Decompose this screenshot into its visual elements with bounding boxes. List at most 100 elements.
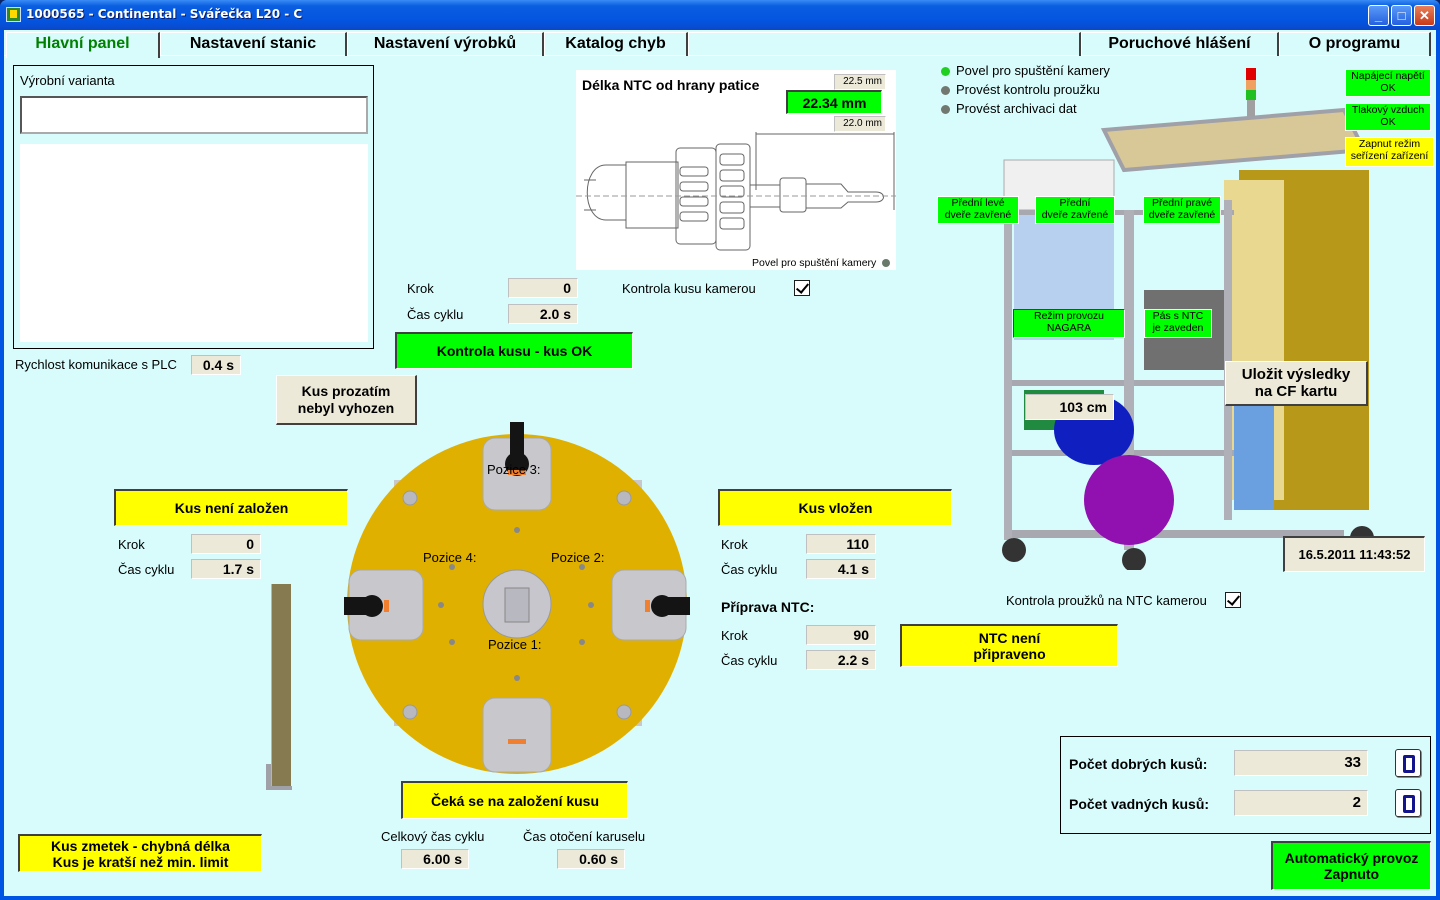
carousel-label-pos1: Pozice 1: <box>488 637 542 652</box>
auto-mode-status: Automatický provoz Zapnuto <box>1271 841 1431 890</box>
pos2-krok-label: Krok <box>721 537 748 552</box>
tab-spacer <box>688 32 1081 56</box>
pos4-cas-value: 1.7 s <box>191 559 261 579</box>
maximize-icon: □ <box>1397 8 1406 23</box>
main-panel: Hlavní panel Nastavení stanic Nastavení … <box>4 30 1436 896</box>
signal-archive: Provést archivaci dat <box>941 101 1077 116</box>
close-button[interactable]: ✕ <box>1414 5 1435 26</box>
title-bar: 1000565 - Continental - Svářečka L20 - C… <box>0 0 1440 30</box>
good-count-label: Počet dobrých kusů: <box>1069 756 1208 772</box>
reset-good-count-button[interactable] <box>1395 749 1421 777</box>
strip-camera-label: Kontrola proužků na NTC kamerou <box>1006 593 1207 608</box>
variant-label: Výrobní varianta <box>20 73 115 88</box>
plc-speed-value: 0.4 s <box>191 355 241 375</box>
pos2-cas-label: Čas cyklu <box>721 562 778 577</box>
tab-o-programu[interactable]: O programu <box>1279 32 1431 56</box>
bad-count-label: Počet vadných kusů: <box>1069 796 1210 812</box>
tab-poruchove-hlaseni[interactable]: Poruchové hlášení <box>1081 32 1279 56</box>
strip-camera-checkbox[interactable] <box>1225 592 1241 608</box>
signal-camera: Povel pro spuštění kamery <box>941 63 1110 78</box>
ntc-prep-status: NTC není připraveno <box>900 624 1118 667</box>
carousel-label-pos4: Pozice 4: <box>423 550 477 565</box>
pos4-status: Kus není založen <box>114 489 348 526</box>
total-cycle-value: 6.00 s <box>401 849 469 869</box>
variant-panel: Výrobní varianta <box>13 65 374 349</box>
app-icon <box>6 7 21 22</box>
ntc-prep-cas-value: 2.2 s <box>806 650 876 670</box>
ejector-rail <box>266 584 292 790</box>
carousel-label-pos2: Pozice 2: <box>551 550 605 565</box>
ntc-drawing-panel: Délka NTC od hrany patice 22.5 mm 22.34 … <box>576 70 896 270</box>
pos4-krok-label: Krok <box>118 537 145 552</box>
pos3-krok-label: Krok <box>407 281 434 296</box>
power-ok-tag: Napájecí napětí OK <box>1345 69 1431 97</box>
datetime-display: 16.5.2011 11:43:52 <box>1283 536 1425 572</box>
operation-mode-tag: Režim provozu NAGARA <box>1013 309 1125 338</box>
signal-archive-led <box>941 105 950 115</box>
ntc-prep-title: Příprava NTC: <box>721 599 815 615</box>
reject-status: Kus zmetek - chybná délka Kus je kratší … <box>18 834 262 872</box>
camera-check-label: Kontrola kusu kamerou <box>622 281 756 296</box>
ntc-min-value: 22.0 mm <box>834 116 886 132</box>
door-left-tag: Přední levé dveře zavřené <box>937 196 1019 224</box>
variant-list[interactable] <box>20 144 368 342</box>
ntc-max-value: 22.5 mm <box>834 74 886 90</box>
tab-nastaveni-stanic[interactable]: Nastavení stanic <box>160 32 347 56</box>
pos3-krok-value: 0 <box>508 278 578 298</box>
door-front-tag: Přední dveře zavřené <box>1035 196 1115 224</box>
setup-mode-tag: Zapnut režim seřízení zařízení <box>1345 137 1434 167</box>
rotation-time-value: 0.60 s <box>557 849 625 869</box>
signal-archive-label: Provést archivaci dat <box>956 101 1077 116</box>
tab-katalog-chyb[interactable]: Katalog chyb <box>544 32 688 56</box>
length-value: 103 cm <box>1025 394 1114 420</box>
pos3-cas-label: Čas cyklu <box>407 307 464 322</box>
ntc-prep-krok-value: 90 <box>806 625 876 645</box>
minimize-icon: _ <box>1374 8 1383 23</box>
close-icon: ✕ <box>1419 8 1430 23</box>
camera-check-checkbox[interactable] <box>794 280 810 296</box>
pos4-krok-value: 0 <box>191 534 261 554</box>
camera-trigger-led <box>882 259 890 267</box>
ntc-prep-krok-label: Krok <box>721 628 748 643</box>
good-count-value: 33 <box>1234 750 1368 776</box>
tab-hlavni-panel[interactable]: Hlavní panel <box>6 32 160 58</box>
signal-strip: Provést kontrolu proužku <box>941 82 1100 97</box>
seven-segment-zero-icon <box>1403 755 1415 773</box>
ntc-measured-value: 22.34 mm <box>786 90 882 114</box>
carousel-label-pos3: Pozice 3: <box>487 462 541 477</box>
plc-speed-label: Rychlost komunikace s PLC <box>15 357 177 372</box>
tab-bar: Hlavní panel Nastavení stanic Nastavení … <box>4 30 1436 58</box>
pos2-krok-value: 110 <box>806 534 876 554</box>
pos2-cas-value: 4.1 s <box>806 559 876 579</box>
tab-nastaveni-vyrobku[interactable]: Nastavení výrobků <box>347 32 544 56</box>
pos3-status: Kontrola kusu - kus OK <box>395 332 633 369</box>
ntc-prep-cas-label: Čas cyklu <box>721 653 778 668</box>
pos3-cas-value: 2.0 s <box>508 304 578 324</box>
save-results-button[interactable]: Uložit výsledky na CF kartu <box>1225 361 1368 406</box>
pos2-status: Kus vložen <box>718 489 952 526</box>
window-title: 1000565 - Continental - Svářečka L20 - C <box>26 7 303 21</box>
reset-bad-count-button[interactable] <box>1395 789 1421 817</box>
fixture-pos1 <box>482 697 552 773</box>
pos1-status: Čeká se na založení kusu <box>401 781 628 819</box>
minimize-button[interactable]: _ <box>1368 5 1389 26</box>
signal-camera-label: Povel pro spuštění kamery <box>956 63 1110 78</box>
ntc-length-title: Délka NTC od hrany patice <box>582 77 760 93</box>
door-right-tag: Přední pravé dveře zavřené <box>1143 196 1221 224</box>
signal-camera-led <box>941 67 950 77</box>
counters-panel: Počet dobrých kusů: 33 Počet vadných kus… <box>1060 736 1431 834</box>
carousel-graphic <box>344 422 690 774</box>
variant-input[interactable] <box>20 96 368 134</box>
eject-status-button[interactable]: Kus prozatím nebyl vyhozen <box>276 375 417 425</box>
total-cycle-label: Celkový čas cyklu <box>381 829 485 844</box>
signal-strip-led <box>941 86 950 96</box>
air-ok-tag: Tlakový vzduch OK <box>1345 103 1431 131</box>
ntc-strip-tag: Pás s NTC je zaveden <box>1144 309 1212 338</box>
seven-segment-zero-icon <box>1403 795 1415 813</box>
maximize-button[interactable]: □ <box>1391 5 1412 26</box>
camera-trigger-label: Povel pro spuštění kamery <box>752 257 877 269</box>
ntc-technical-drawing <box>576 132 896 251</box>
bad-count-value: 2 <box>1234 790 1368 816</box>
pos4-cas-label: Čas cyklu <box>118 562 175 577</box>
